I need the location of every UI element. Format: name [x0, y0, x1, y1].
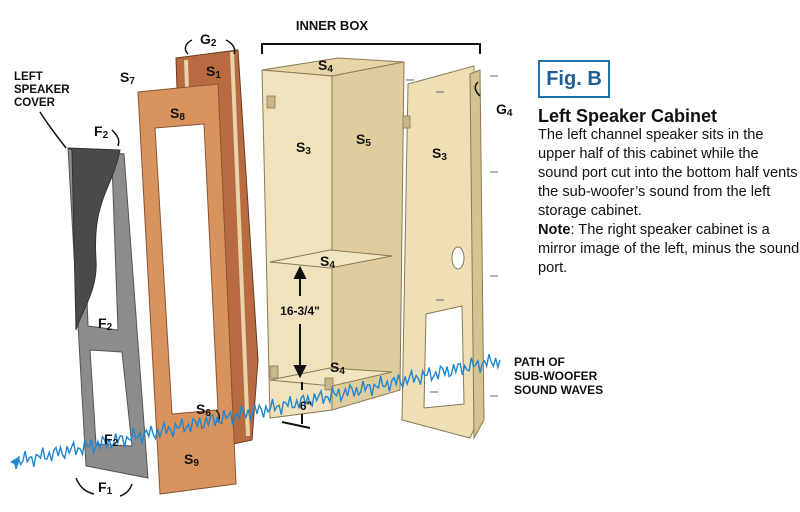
part-label-f1: F1	[98, 479, 113, 497]
sound-wave-arrowhead	[10, 456, 20, 466]
callout-arrows	[39, 39, 481, 497]
part-label-f2-mid: F2	[98, 315, 113, 333]
cabinet-title: Left Speaker Cabinet	[538, 106, 718, 126]
screws	[406, 75, 498, 397]
note-text: : The right speaker cabinet is a mirror …	[538, 222, 800, 276]
side-panel	[401, 65, 485, 440]
bottom-shelf	[269, 367, 393, 387]
figure-label: Fig. B	[546, 67, 602, 90]
path-label-line2: SUB-WOOFER	[514, 369, 598, 383]
speaker-cover	[67, 147, 149, 479]
face-frame	[137, 83, 237, 495]
left-speaker-cover-line2: SPEAKER	[14, 84, 70, 96]
part-label-s5: S5	[356, 131, 371, 149]
inner-box	[261, 57, 405, 419]
part-label-s6: S6	[196, 401, 211, 419]
description-text: The left channel speaker sits in the upp…	[538, 127, 798, 219]
inner-box-label: INNER BOX	[296, 18, 369, 33]
figure-badge: Fig. B	[538, 60, 610, 98]
speaker-grille-cloth	[67, 147, 121, 331]
panel-cutout	[423, 305, 465, 409]
part-label-s9: S9	[184, 451, 199, 469]
part-label-s3-left: S3	[296, 139, 311, 157]
part-label-s3-right: S3	[432, 145, 447, 163]
dimension-bottom	[281, 382, 311, 429]
path-label-line3: SOUND WAVES	[514, 383, 603, 397]
part-label-f2-bot: F2	[104, 431, 119, 449]
part-label-g4: G4	[496, 101, 513, 119]
middle-shelf	[269, 249, 393, 269]
bottom-gap-dimension: 6"	[300, 399, 312, 413]
left-speaker-cover-line3: COVER	[14, 97, 56, 109]
part-label-s4-mid: S4	[320, 253, 335, 271]
sound-wave-path	[13, 353, 501, 470]
sound-port	[451, 246, 465, 270]
part-label-s7: S7	[120, 69, 135, 87]
inner-box-bracket	[261, 43, 481, 54]
part-label-s4-bot: S4	[330, 359, 345, 377]
note-label: Note	[538, 222, 571, 238]
part-label-s1: S1	[206, 63, 221, 81]
part-label-s4-top: S4	[318, 57, 333, 75]
cabinet-description: The left channel speaker sits in the upp…	[538, 126, 800, 278]
dimension-shelf	[293, 265, 307, 379]
part-label-f2-top: F2	[94, 123, 109, 141]
left-speaker-cover-line1: LEFT	[14, 71, 43, 83]
path-label-line1: PATH OF	[514, 355, 565, 369]
shelf-spacing-dimension: 16-3/4"	[280, 304, 320, 318]
part-label-s8: S8	[170, 105, 185, 123]
part-label-g2: G2	[200, 31, 217, 49]
